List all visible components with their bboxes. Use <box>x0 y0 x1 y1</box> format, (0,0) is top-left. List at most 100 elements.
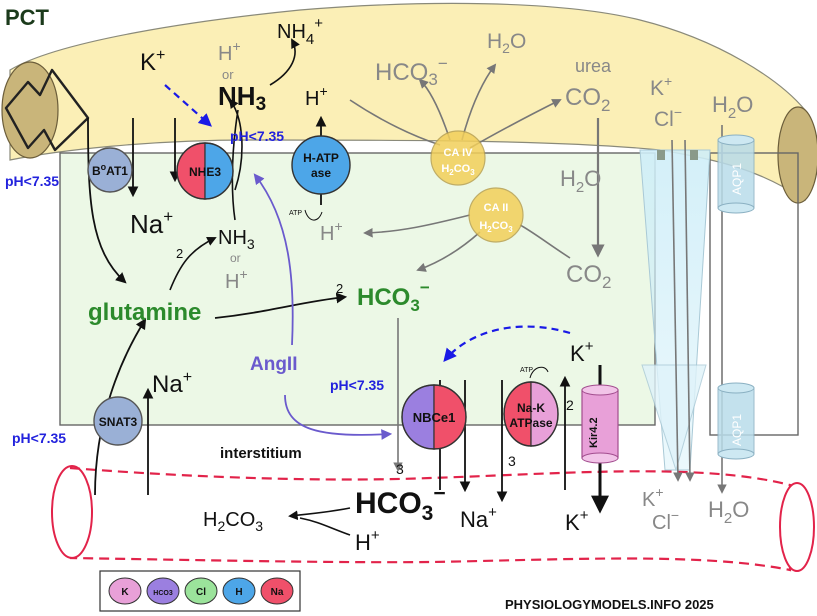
capillary-left-end <box>51 465 93 559</box>
page-title: PCT <box>5 5 50 30</box>
ca-iv-h2co3: H2CO3 <box>441 163 475 177</box>
na-k-label-1: Na-K <box>517 401 545 415</box>
cell-hco3: HCO3− <box>357 278 430 315</box>
kir42-channel <box>581 384 619 464</box>
snat3-transporter <box>93 396 143 446</box>
interstitium-h2co3: H2CO3 <box>203 509 263 534</box>
lumen-nh4: NH4+ <box>277 15 323 48</box>
lumen-nh3: NH3 <box>218 81 266 115</box>
cell-nh3: NH3 <box>218 227 255 252</box>
legend-label-cl: Cl <box>196 587 206 598</box>
ca-ii-enzyme <box>468 187 524 243</box>
ca-iv-label: CA IV <box>444 147 474 159</box>
tight-junction-left <box>657 150 665 160</box>
aqp1-bottom-channel <box>717 382 755 460</box>
na-k-atpase-transporter <box>503 381 559 447</box>
legend-label-na: Na <box>271 587 284 598</box>
atp-curve-nak <box>529 366 549 379</box>
legend-label-k: K <box>121 587 129 598</box>
legend-label-h: H <box>235 587 242 598</box>
nhe3-transporter <box>176 142 234 200</box>
h-atpase-label-1: H-ATP <box>303 151 339 165</box>
arrow-glut-to-nh3 <box>169 236 217 291</box>
lumen-k-plus: K+ <box>140 47 165 76</box>
aqp1-bottom-label: AQP1 <box>730 414 744 446</box>
lumen-h2o-right: H2O <box>712 92 753 122</box>
b0at1-label: BoAT1 <box>92 162 128 178</box>
cell-num-3-nak: 3 <box>508 453 516 469</box>
arrow-k-to-nbce1 <box>443 325 571 363</box>
lumen-h2o: H2O <box>487 30 526 56</box>
interstitium-na-plus: Na+ <box>460 504 497 532</box>
arrow-h-h2co3 <box>299 517 351 536</box>
arrow-right-cl <box>684 139 695 482</box>
nhe3-label: NHE3 <box>189 165 221 179</box>
cell-or: or <box>230 251 241 265</box>
lumen-h-plus-or: H+ <box>218 38 241 65</box>
arrow-snat3-up <box>94 318 147 496</box>
legend-swatch-hco3 <box>146 577 180 605</box>
aqp1-top-label: AQP1 <box>730 163 744 195</box>
interstitium-h-plus: H+ <box>355 527 380 555</box>
ca-ii-h2co3: H2CO3 <box>479 220 513 234</box>
cell-angii: AngII <box>250 354 298 375</box>
cell-glutamine: glutamine <box>88 299 201 326</box>
cell-num-2-nh3: 2 <box>176 246 183 261</box>
arrow-caiv-co2 <box>469 99 562 149</box>
nbce1-label: NBCe1 <box>413 410 456 425</box>
arrow-glut-to-hco3 <box>214 292 348 319</box>
arrow-caiv-h2o <box>461 63 497 141</box>
cell-body <box>59 152 656 426</box>
ca-ii-label: CA II <box>484 202 509 214</box>
cell-ph-basolateral: pH<7.35 <box>330 377 384 393</box>
h-atpase-transporter <box>291 135 351 195</box>
interstitium-cl-minus: Cl− <box>652 507 679 534</box>
interstitium-hco3: HCO3− <box>355 482 446 525</box>
footer-credit: PHYSIOLOGYMODELS.INFO 2025 <box>505 597 714 612</box>
h-atpase-atp: ATP <box>289 210 302 217</box>
cell-co2: CO2 <box>566 261 611 292</box>
cell-na-plus-low: Na+ <box>152 369 192 398</box>
lumen-hco3: HCO3− <box>375 54 448 89</box>
aqp1-top-channel <box>717 134 755 214</box>
arrow-angii-nbce1 <box>284 394 393 440</box>
legend-swatch-h <box>222 577 256 605</box>
na-k-atp: ATP <box>520 367 533 374</box>
arrow-hco3-h2co3 <box>288 507 351 521</box>
snat3-label: SNAT3 <box>99 415 138 429</box>
nbce1-transporter <box>401 384 467 450</box>
cell-h-plus-mid: H+ <box>320 218 343 245</box>
cell-h-plus: H+ <box>225 266 248 293</box>
lumen-k-plus-right: K+ <box>650 73 672 100</box>
interstitium-label: interstitium <box>220 445 302 462</box>
na-k-label-2: ATPase <box>509 416 552 430</box>
cell-num-2-hco3: 2 <box>336 281 343 296</box>
legend-swatch-cl <box>184 577 218 605</box>
cell-h2o: H2O <box>560 166 601 196</box>
arrow-caiv-hco3 <box>418 78 451 141</box>
legend-swatch-k <box>108 577 142 605</box>
cell-na-plus: Na+ <box>130 207 173 239</box>
lumen-cl-minus: Cl− <box>654 104 682 131</box>
legend-label-hco3: HCO3 <box>153 590 173 597</box>
ca-iv-enzyme <box>430 130 486 186</box>
capillary-right-end <box>779 482 815 572</box>
cell-num-3-nbc: 3 <box>396 461 404 477</box>
arrow-k-to-nhe3 <box>164 84 212 127</box>
arrow-nhe3-up <box>228 98 243 191</box>
kir42-label: Kir4.2 <box>588 417 600 448</box>
arrow-nh3-to-nh4 <box>269 38 300 86</box>
arrow-right-k-cl <box>671 139 683 482</box>
lumen-urea: urea <box>575 56 612 76</box>
b0at1-transporter <box>87 147 133 193</box>
tight-junction-right <box>690 150 698 160</box>
interstitium-k-plus: K+ <box>565 507 589 535</box>
cell-ph-left-bottom: pH<7.35 <box>12 430 66 446</box>
interstitium-h2o: H2O <box>708 497 749 527</box>
arrow-h-to-caiv <box>349 99 441 146</box>
lumen-h-plus: H+ <box>305 83 328 110</box>
arrow-angii-nhe3 <box>253 173 294 346</box>
cell-k-plus: K+ <box>570 338 594 366</box>
arrow-co2-to-caii <box>519 224 571 259</box>
arrow-lumen-left-1 <box>87 117 127 284</box>
